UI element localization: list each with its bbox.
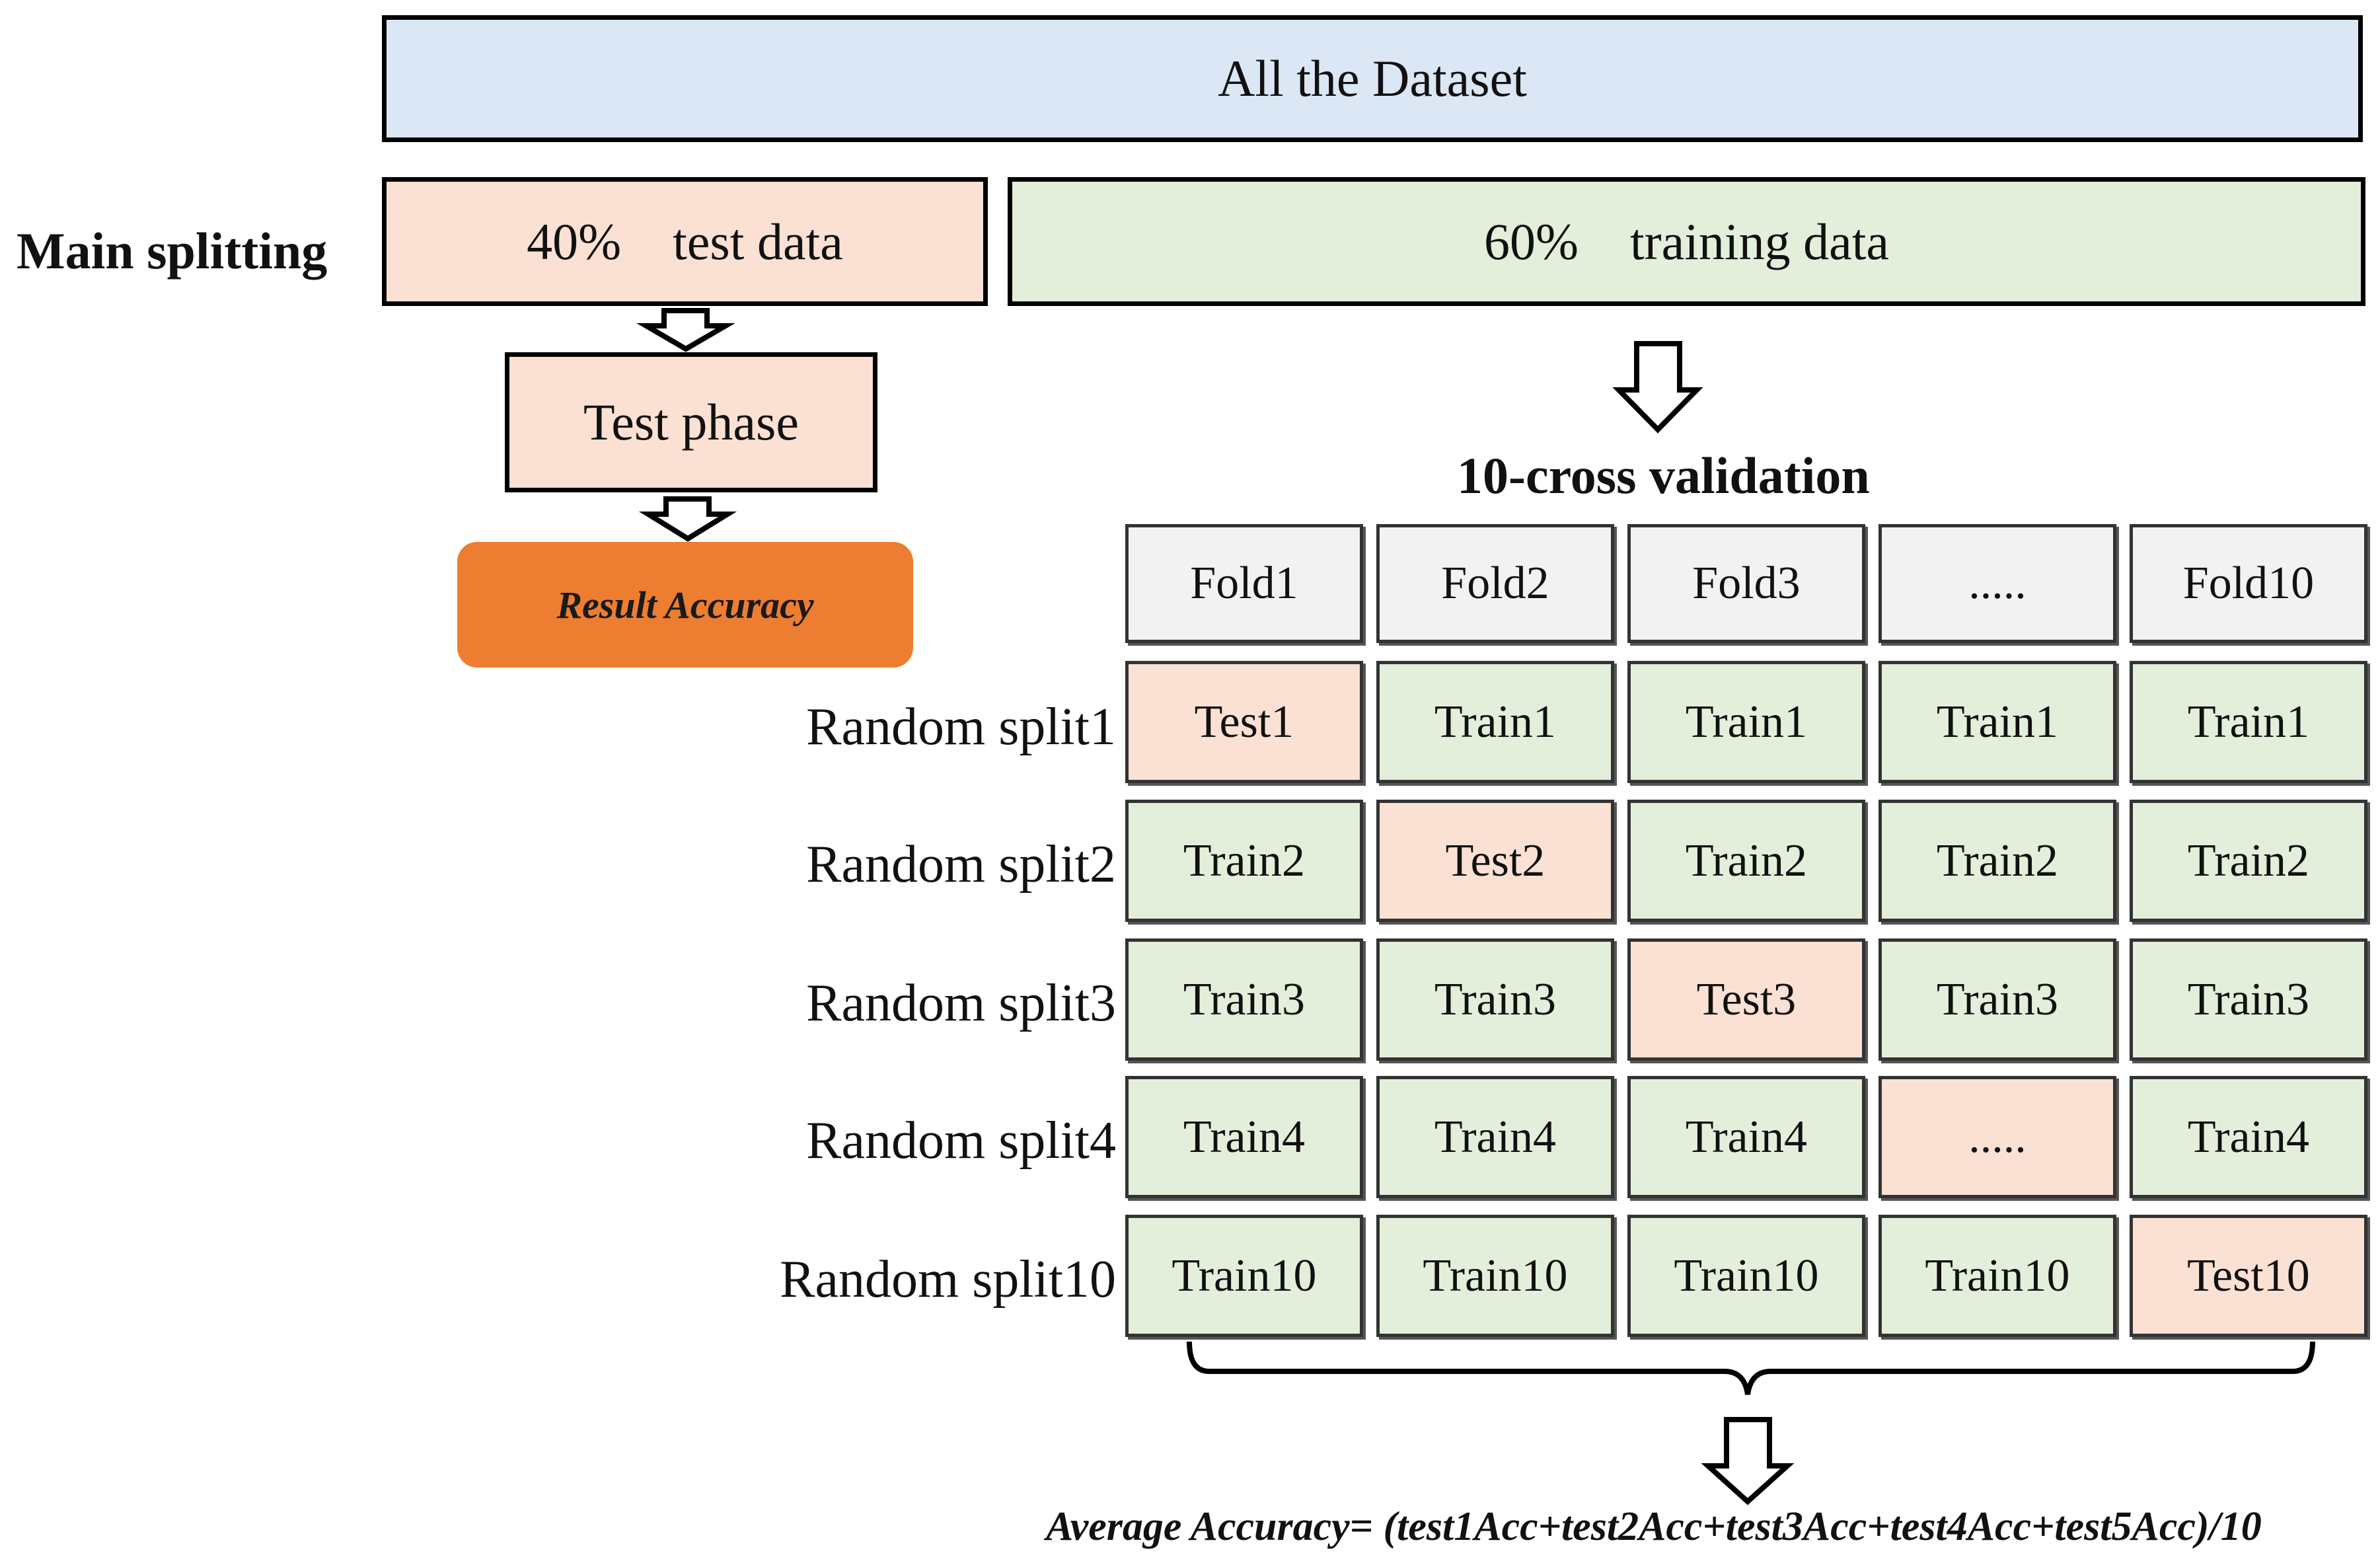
test-phase-label: Test phase [583, 393, 799, 451]
result-accuracy-box: Result Accuracy [457, 542, 913, 667]
test-phase-box: Test phase [505, 352, 877, 492]
result-accuracy-label: Result Accuracy [556, 583, 814, 627]
split3-fold1-cell: Train3 [1125, 938, 1363, 1061]
down-arrow-icon [1701, 1417, 1795, 1506]
row-label-split1: Random split1 [806, 698, 1116, 756]
cross-validation-label: 10-cross validation [1457, 447, 1870, 504]
split1-fold4-cell: Train1 [1878, 661, 2116, 783]
row-label-split4: Random split4 [806, 1112, 1116, 1170]
split3-fold10-cell: Train3 [2130, 938, 2367, 1061]
test-data-label: test data [673, 212, 843, 270]
fold-header-3: Fold3 [1627, 524, 1865, 643]
fold-header-1: Fold1 [1125, 524, 1363, 643]
split10-fold3-cell: Train10 [1627, 1215, 1865, 1337]
split4-fold3-cell: Train4 [1627, 1076, 1865, 1198]
test-data-percent: 40% [527, 212, 622, 270]
split3-fold3-cell: Test3 [1627, 938, 1865, 1061]
split2-fold10-cell: Train2 [2130, 800, 2367, 922]
split3-fold2-cell: Train3 [1376, 938, 1614, 1061]
dataset-label: All the Dataset [1218, 50, 1527, 107]
split4-fold1-cell: Train4 [1125, 1076, 1363, 1198]
row-label-split2: Random split2 [806, 835, 1116, 894]
split1-fold10-cell: Train1 [2130, 661, 2367, 783]
dataset-box: All the Dataset [382, 15, 2363, 142]
split1-fold1-cell: Test1 [1125, 661, 1363, 783]
fold-header-4: ..... [1878, 524, 2116, 643]
split4-fold4-cell: ..... [1878, 1076, 2116, 1198]
split2-fold2-cell: Test2 [1376, 800, 1614, 922]
split4-fold10-cell: Train4 [2130, 1076, 2367, 1198]
fold-header-5: Fold10 [2130, 524, 2367, 643]
split10-fold10-cell: Test10 [2130, 1215, 2367, 1337]
row-label-split10: Random split10 [780, 1250, 1116, 1309]
down-arrow-icon [638, 496, 737, 542]
training-data-box: 60% training data [1008, 177, 2365, 306]
row-label-split3: Random split3 [806, 974, 1116, 1032]
main-splitting-label: Main splitting [17, 222, 328, 280]
split2-fold3-cell: Train2 [1627, 800, 1865, 922]
split10-fold4-cell: Train10 [1878, 1215, 2116, 1337]
fold-header-2: Fold2 [1376, 524, 1614, 643]
curly-bracket-icon [1187, 1341, 2315, 1395]
split1-fold2-cell: Train1 [1376, 661, 1614, 783]
split10-fold2-cell: Train10 [1376, 1215, 1614, 1337]
test-data-box: 40% test data [382, 177, 988, 306]
down-arrow-icon [1612, 341, 1703, 434]
average-accuracy-formula: Average Accuracy= (test1Acc+test2Acc+tes… [1046, 1504, 2262, 1549]
split4-fold2-cell: Train4 [1376, 1076, 1614, 1198]
training-data-percent: 60% [1483, 212, 1579, 270]
split1-fold3-cell: Train1 [1627, 661, 1865, 783]
split3-fold4-cell: Train3 [1878, 938, 2116, 1061]
split2-fold4-cell: Train2 [1878, 800, 2116, 922]
split2-fold1-cell: Train2 [1125, 800, 1363, 922]
split10-fold1-cell: Train10 [1125, 1215, 1363, 1337]
training-data-label: training data [1629, 212, 1889, 270]
down-arrow-icon [636, 308, 735, 352]
